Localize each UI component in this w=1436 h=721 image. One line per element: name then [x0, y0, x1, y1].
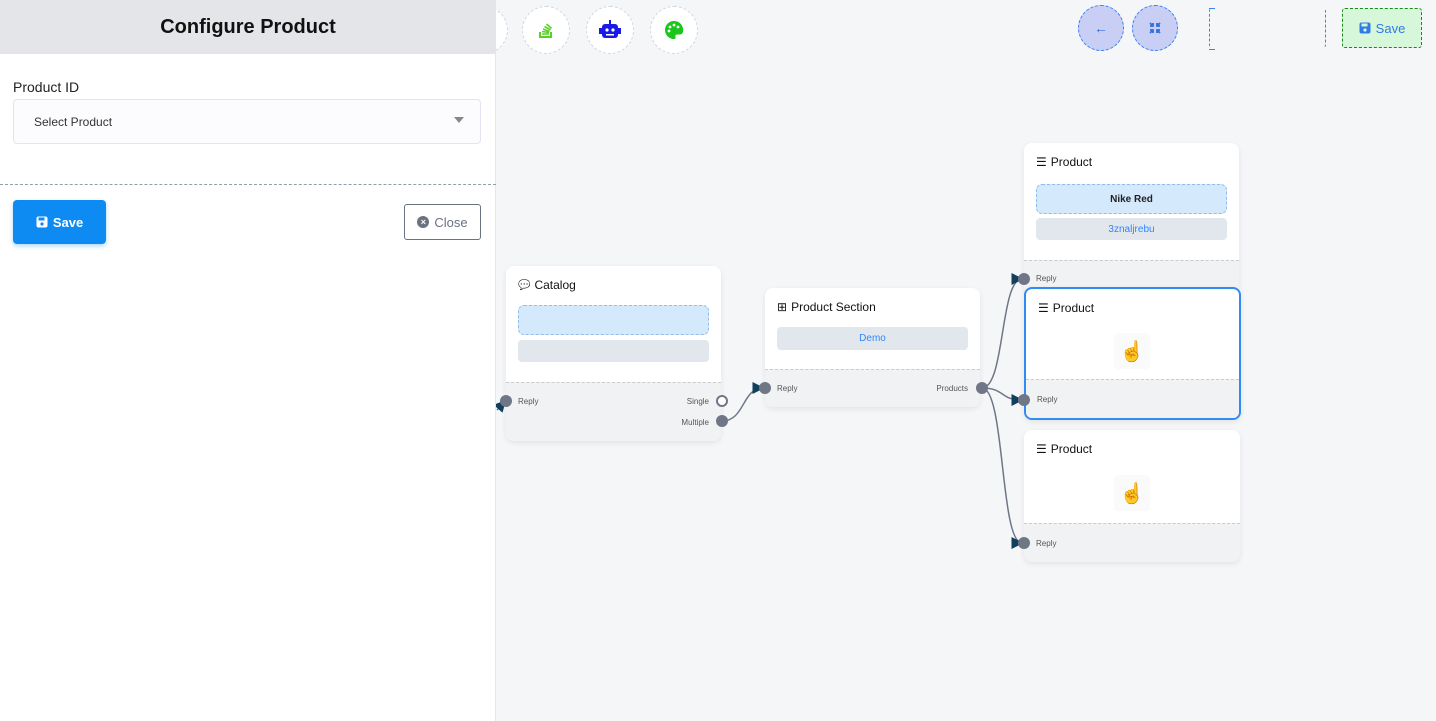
section-chip: Demo — [777, 327, 968, 350]
node-footer: Reply — [1026, 379, 1239, 418]
products-output-handle[interactable] — [976, 382, 988, 394]
edge-products-to-product3 — [981, 387, 1024, 549]
arrow-left-icon: ← — [1094, 20, 1108, 36]
robot-icon — [599, 20, 621, 38]
divider — [0, 184, 496, 185]
node-footer: Reply Single Multiple — [506, 382, 721, 441]
close-label: Close — [434, 214, 468, 230]
hand-pointer-icon: ☝ — [1114, 333, 1150, 369]
fit-view-button[interactable] — [1132, 5, 1178, 51]
save-label: Save — [1375, 20, 1406, 36]
product-id-select[interactable]: Select Product — [13, 99, 481, 144]
save-label: Save — [52, 214, 84, 230]
chevron-down-icon — [454, 117, 464, 123]
node-footer: Reply Products — [765, 369, 980, 407]
products-port-label: Products — [936, 384, 968, 393]
save-button[interactable]: Save — [13, 200, 106, 244]
edge-products-to-product1 — [981, 273, 1024, 389]
edge-multiple-to-section — [721, 382, 765, 422]
product-name: Nike Red — [1036, 184, 1227, 214]
single-port-label: Single — [686, 397, 709, 406]
theme-tool-button[interactable] — [650, 6, 698, 54]
multiple-port-label: Multiple — [681, 418, 709, 427]
node-title: ⊞Product Section — [777, 300, 876, 314]
reply-port-label: Reply — [1036, 274, 1057, 283]
close-circle-icon: × — [417, 216, 430, 228]
floppy-disk-icon — [36, 216, 48, 228]
close-button[interactable]: × Close — [404, 204, 481, 240]
product3-input-handle[interactable] — [1018, 537, 1030, 549]
reply-port-label: Reply — [777, 384, 798, 393]
catalog-node[interactable]: 💬Catalog Reply Single Multiple — [506, 266, 721, 441]
product-node[interactable]: ☰Product Nike Red 3znaljrebu Reply — [1024, 143, 1239, 290]
flow-name-input[interactable] — [1209, 8, 1326, 50]
product-section-node[interactable]: ⊞Product Section Demo Reply Products — [765, 288, 980, 407]
product-node[interactable]: ☰Product ☝ Reply — [1024, 430, 1240, 562]
node-title: ☰Product — [1036, 442, 1093, 456]
node-title: ☰Product — [1036, 155, 1093, 169]
node-title: 💬Catalog — [518, 278, 576, 292]
bars-icon: ☰ — [1038, 301, 1049, 315]
compress-icon — [1149, 22, 1161, 34]
product-sku: 3znaljrebu — [1036, 218, 1227, 240]
hand-pointer-icon: ☝ — [1114, 475, 1150, 511]
palette-icon — [665, 20, 684, 39]
node-title: ☰Product — [1038, 301, 1095, 315]
canvas-save-button[interactable]: Save — [1342, 8, 1422, 48]
product-node-selected[interactable]: ☰Product ☝ Reply — [1024, 287, 1241, 420]
node-footer: Reply — [1024, 260, 1239, 290]
multiple-output-handle[interactable] — [716, 415, 728, 427]
comment-dots-icon: 💬 — [518, 279, 531, 291]
table-icon: ⊞ — [777, 300, 788, 314]
section-input-handle[interactable] — [759, 382, 771, 394]
panel-title: Configure Product — [0, 0, 496, 54]
floppy-disk-icon — [1359, 22, 1371, 34]
configure-product-panel: Configure Product Product ID Select Prod… — [0, 0, 496, 721]
product1-input-handle[interactable] — [1018, 273, 1030, 285]
edge-products-to-product2 — [981, 387, 1024, 406]
single-output-handle[interactable] — [716, 395, 728, 407]
back-button[interactable]: ← — [1078, 5, 1124, 51]
stack-overflow-icon — [539, 23, 553, 38]
stack-tool-button[interactable] — [522, 6, 570, 54]
node-footer: Reply — [1024, 523, 1240, 562]
catalog-button — [518, 340, 709, 362]
catalog-preview — [518, 305, 709, 335]
reply-port-label: Reply — [1036, 539, 1057, 548]
catalog-input-handle[interactable] — [500, 395, 512, 407]
product2-input-handle[interactable] — [1018, 394, 1030, 406]
bars-icon: ☰ — [1036, 442, 1047, 456]
reply-port-label: Reply — [518, 397, 539, 406]
bars-icon: ☰ — [1036, 155, 1047, 169]
select-placeholder: Select Product — [34, 114, 113, 129]
bot-tool-button[interactable] — [586, 6, 634, 54]
product-id-label: Product ID — [13, 79, 80, 95]
reply-port-label: Reply — [1037, 395, 1058, 404]
